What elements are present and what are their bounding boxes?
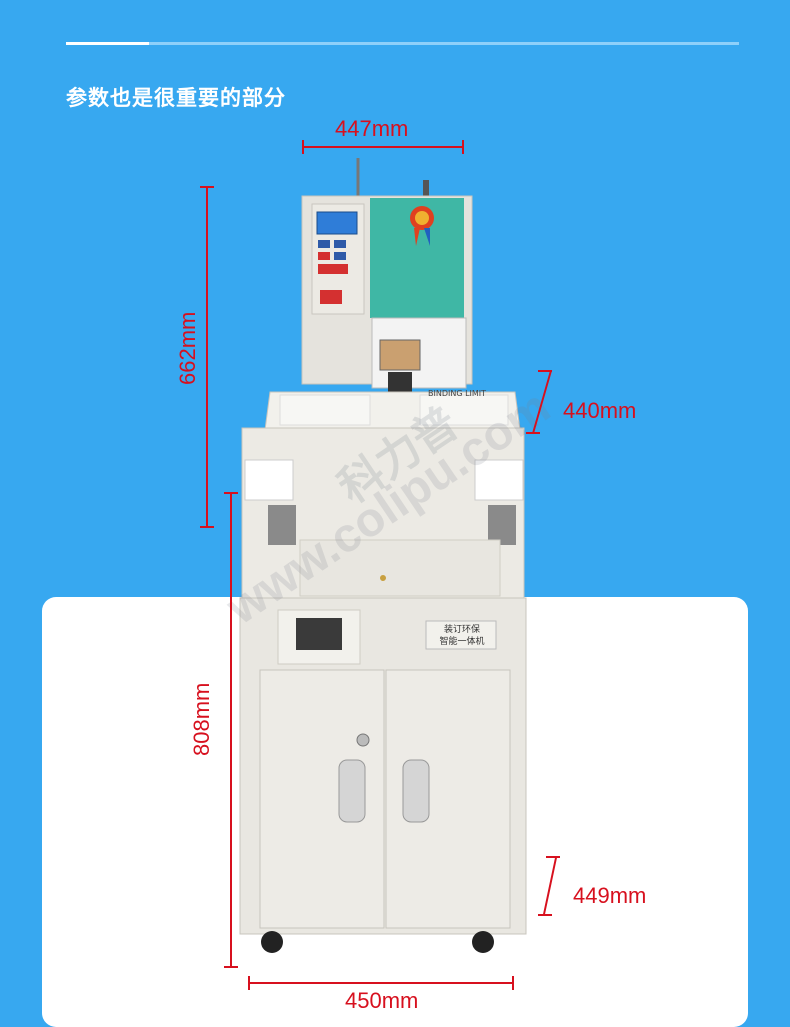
dim-cap — [302, 140, 304, 154]
binding-machine-image — [239, 158, 527, 953]
dim-cap — [526, 432, 540, 434]
dim-cabinet-height: 808mm — [189, 682, 214, 756]
page-heading: 参数也是很重要的部分 — [66, 86, 286, 110]
dim-cap — [538, 370, 552, 372]
dim-base-width-line — [248, 982, 514, 984]
dim-upper-height: 662mm — [175, 311, 200, 385]
dim-cabinet-depth: 449mm — [573, 883, 647, 908]
dim-cap — [538, 914, 552, 916]
header-divider — [66, 42, 739, 45]
dim-top-width: 447mm — [335, 116, 409, 141]
dim-base-width: 450mm — [345, 988, 419, 1013]
dim-desk-depth: 440mm — [563, 398, 637, 423]
dim-cabinet-height-line — [230, 492, 232, 968]
dim-upper-height-line — [206, 186, 208, 528]
dim-cap — [462, 140, 464, 154]
dim-cap — [200, 526, 214, 528]
binding-limit-label: BINDING LIMIT — [428, 389, 487, 398]
dim-cap — [248, 976, 250, 990]
dim-cap — [224, 492, 238, 494]
divider-accent — [66, 42, 149, 45]
dim-top-width-line — [302, 146, 464, 148]
dim-cap — [224, 966, 238, 968]
dim-cap — [200, 186, 214, 188]
dim-cap — [512, 976, 514, 990]
side-plate-label: 装订环保 智能一体机 — [439, 625, 485, 647]
dim-cap — [546, 856, 560, 858]
